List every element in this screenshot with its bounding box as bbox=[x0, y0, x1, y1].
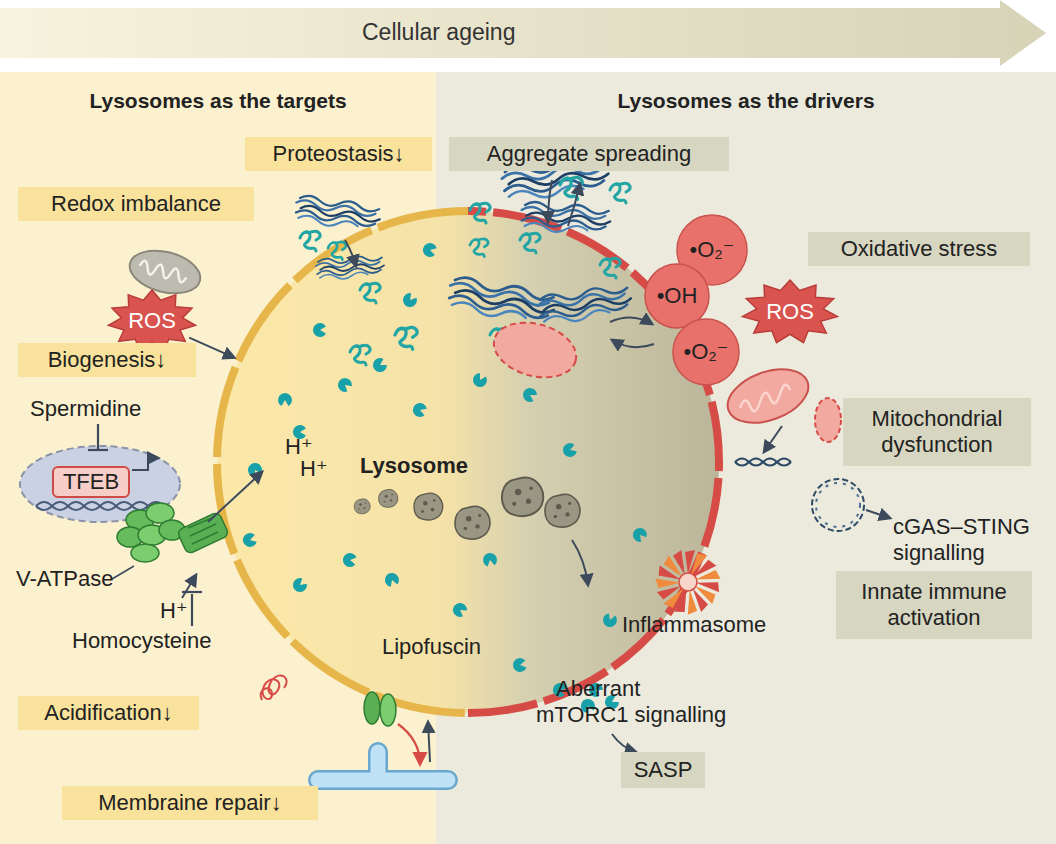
node-label: Redox imbalance bbox=[51, 191, 221, 217]
node-label: ROS bbox=[766, 299, 814, 325]
radical-shape-part bbox=[673, 319, 739, 385]
arrow-band-shape bbox=[0, 0, 1046, 66]
annotation-text: Inflammasome bbox=[622, 612, 766, 638]
feature-box: Mitochondrial dysfunction bbox=[843, 398, 1031, 466]
radical-circle: •O₂⁻ bbox=[672, 318, 740, 386]
feature-box: Innate immune activation bbox=[836, 571, 1032, 639]
arrow-band-shape-part bbox=[0, 0, 1046, 66]
annotation-text: Spermidine bbox=[30, 396, 141, 422]
node-label: Biogenesis↓ bbox=[48, 347, 167, 373]
node-label: Membraine repair↓ bbox=[98, 790, 281, 816]
starburst-shape-part bbox=[743, 280, 838, 343]
node-label: Aggregate spreading bbox=[487, 141, 691, 167]
panel-heading: Lysosomes as the targets bbox=[0, 89, 436, 113]
node-label: Mitochondrial dysfunction bbox=[849, 406, 1025, 459]
node-label: Innate immune activation bbox=[842, 579, 1026, 632]
timeline-arrow: Cellular ageing bbox=[0, 0, 1046, 66]
lysosome-shape-part bbox=[468, 211, 719, 713]
annotation-text: V-ATPase bbox=[16, 566, 113, 592]
annotation-text: Lipofuscin bbox=[382, 634, 481, 660]
annotation-text: H⁺ bbox=[160, 598, 188, 624]
annotation-text: H⁺ bbox=[300, 456, 328, 482]
feature-box: Aggregate spreading bbox=[449, 137, 729, 171]
node-label: •OH bbox=[657, 283, 698, 309]
node-label: TFEB bbox=[63, 469, 119, 495]
feature-box: Redox imbalance bbox=[18, 187, 254, 221]
connector-arrow bbox=[189, 338, 234, 358]
annotation-text: Homocysteine bbox=[72, 628, 211, 654]
feature-box: Proteostasis↓ bbox=[245, 137, 432, 171]
node-label: Oxidative stress bbox=[841, 236, 998, 262]
node-label: Cellular ageing bbox=[362, 19, 515, 46]
annotation-text: cGAS–STING signalling bbox=[893, 514, 1043, 567]
ros-burst: ROS bbox=[742, 280, 838, 344]
sasp-box: SASP bbox=[621, 752, 705, 788]
lysosome-shape-part bbox=[217, 211, 719, 713]
node-label: Acidification↓ bbox=[44, 700, 172, 726]
feature-box: Acidification↓ bbox=[18, 696, 199, 730]
node-label: Lysosome bbox=[360, 453, 468, 479]
feature-box: Biogenesis↓ bbox=[18, 343, 196, 377]
node-label: Proteostasis↓ bbox=[272, 141, 404, 167]
node-label: •O₂⁻ bbox=[684, 339, 729, 365]
node-label: •O₂⁻ bbox=[690, 237, 735, 263]
node-label: SASP bbox=[634, 757, 693, 783]
radical-shape-part bbox=[645, 264, 709, 328]
feature-box: Oxidative stress bbox=[808, 232, 1030, 266]
starburst-shape-part bbox=[108, 290, 195, 351]
panel-heading: Lysosomes as the drivers bbox=[436, 89, 1056, 113]
feature-box: Membraine repair↓ bbox=[62, 786, 318, 820]
annotation-text: Aberrant mTORC1 signalling bbox=[536, 676, 732, 729]
tfeb-box: TFEB bbox=[52, 466, 130, 498]
node-label: ROS bbox=[128, 308, 176, 334]
